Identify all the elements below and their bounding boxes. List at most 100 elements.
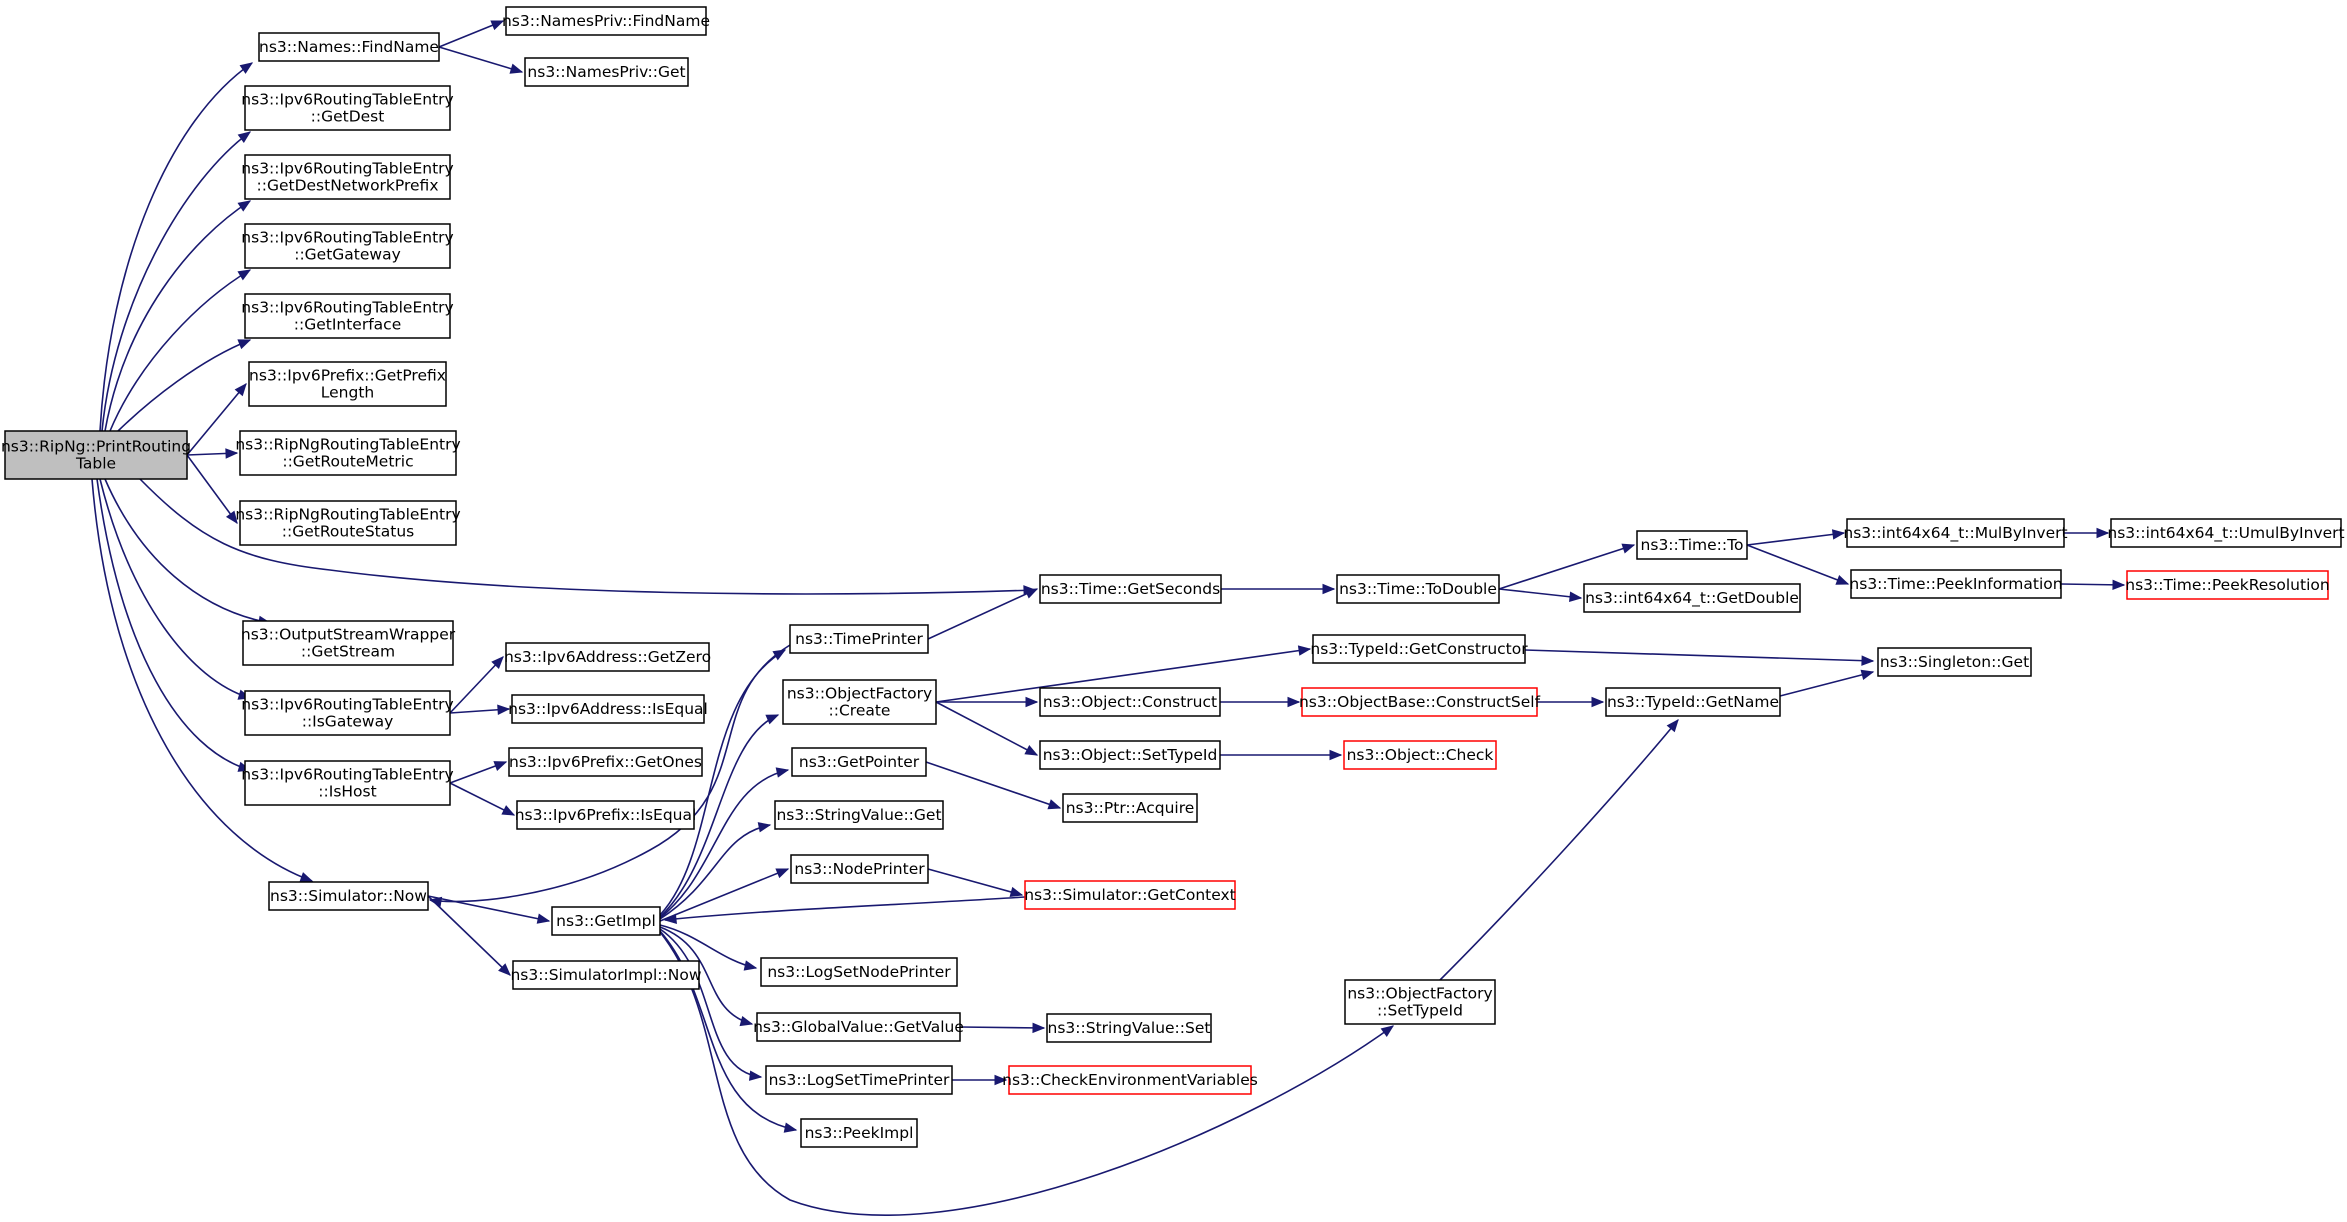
node-addr_isequal[interactable]: ns3::Ipv6Address::IsEqual <box>508 694 708 724</box>
node-label: ::GetDestNetworkPrefix <box>257 177 439 195</box>
node-rte_getdest[interactable]: ns3::Ipv6RoutingTableEntry::GetDest <box>241 85 454 131</box>
call-edge-sim_now-to-getimpl <box>427 895 550 922</box>
call-edge-timeprinter-to-time_getseconds <box>927 588 1038 640</box>
node-getimpl[interactable]: ns3::GetImpl <box>551 906 661 936</box>
node-label: ::GetDest <box>311 108 385 126</box>
call-edge-root-to-rte_isgateway <box>99 478 251 699</box>
node-simimpl_now[interactable]: ns3::SimulatorImpl::Now <box>510 960 702 990</box>
arrowhead-icon <box>1024 588 1039 599</box>
node-box <box>782 679 937 725</box>
node-label: Table <box>75 455 116 473</box>
node-label: ns3::Time::PeekResolution <box>2125 576 2329 594</box>
node-logsetnodeprinter[interactable]: ns3::LogSetNodePrinter <box>760 957 958 987</box>
node-peekimpl[interactable]: ns3::PeekImpl <box>800 1118 918 1148</box>
node-sim_now[interactable]: ns3::Simulator::Now <box>268 881 429 911</box>
node-singleton_get[interactable]: ns3::Singleton::Get <box>1877 647 2032 677</box>
node-getpointer[interactable]: ns3::GetPointer <box>791 747 927 777</box>
node-objectbase_constructself[interactable]: ns3::ObjectBase::ConstructSelf <box>1299 687 1541 717</box>
node-object_construct[interactable]: ns3::Object::Construct <box>1039 687 1221 717</box>
node-label: ns3::Time::ToDouble <box>1339 580 1497 598</box>
node-box <box>244 760 451 806</box>
arrowhead-icon <box>1329 749 1343 761</box>
node-time_to[interactable]: ns3::Time::To <box>1636 530 1748 560</box>
arrowhead-icon <box>1032 1022 1046 1034</box>
node-label: ::IsHost <box>318 783 376 801</box>
node-addr_getzero[interactable]: ns3::Ipv6Address::GetZero <box>504 642 711 672</box>
node-names_findname[interactable]: ns3::Names::FindName <box>258 32 440 62</box>
arrowhead-icon <box>497 704 511 716</box>
node-sim_getcontext[interactable]: ns3::Simulator::GetContext <box>1024 880 1236 910</box>
node-int64_mulbyinvert[interactable]: ns3::int64x64_t::MulByInvert <box>1843 518 2068 548</box>
call-edge-sim_now-to-simimpl_now <box>427 895 511 976</box>
node-object_check[interactable]: ns3::Object::Check <box>1343 740 1497 770</box>
node-label: ::IsGateway <box>302 713 394 731</box>
node-nodeprinter[interactable]: ns3::NodePrinter <box>790 854 929 884</box>
node-int64_umulbyinvert[interactable]: ns3::int64x64_t::UmulByInvert <box>2107 518 2345 548</box>
call-edge-getimpl-to-timeprinter <box>659 649 786 916</box>
node-box <box>524 57 689 87</box>
node-box <box>516 800 695 830</box>
node-rte_getinterface[interactable]: ns3::Ipv6RoutingTableEntry::GetInterface <box>241 293 454 339</box>
arrowhead-icon <box>498 963 511 976</box>
node-box <box>239 430 457 476</box>
arrowhead-icon <box>1835 574 1850 585</box>
call-edge-time_to-to-time_peekinformation <box>1746 544 1849 585</box>
node-label: ns3::GlobalValue::GetValue <box>753 1018 964 1036</box>
node-ripng_getroutemetric[interactable]: ns3::RipNgRoutingTableEntry::GetRouteMet… <box>235 430 461 476</box>
call-edge-getpointer-to-ptr_acquire <box>925 761 1061 809</box>
arrowhead-icon <box>2096 527 2110 539</box>
node-box <box>1583 583 1801 613</box>
node-stringvalue_get[interactable]: ns3::StringValue::Get <box>774 800 944 830</box>
node-label: ns3::Simulator::Now <box>270 887 427 905</box>
node-typeid_getconstructor[interactable]: ns3::TypeId::GetConstructor <box>1310 634 1528 664</box>
node-box <box>2126 570 2329 600</box>
node-osw_getstream[interactable]: ns3::OutputStreamWrapper::GetStream <box>241 620 456 666</box>
node-rte_isgateway[interactable]: ns3::Ipv6RoutingTableEntry::IsGateway <box>241 690 454 736</box>
node-label: ::GetRouteStatus <box>282 523 414 541</box>
node-int64_getdouble[interactable]: ns3::int64x64_t::GetDouble <box>1583 583 1801 613</box>
node-ripng_getroutestatus[interactable]: ns3::RipNgRoutingTableEntry::GetRouteSta… <box>235 500 461 546</box>
node-checkenv[interactable]: ns3::CheckEnvironmentVariables <box>1002 1065 1258 1095</box>
arrowhead-icon <box>237 131 252 144</box>
node-time_getseconds[interactable]: ns3::Time::GetSeconds <box>1039 574 1222 604</box>
node-prefix_isequal[interactable]: ns3::Ipv6Prefix::IsEqual <box>515 800 697 830</box>
node-box <box>248 361 447 407</box>
node-label: ::Create <box>829 702 891 720</box>
node-box <box>1850 569 2062 599</box>
arrowhead-icon <box>748 1070 763 1081</box>
node-rte_ishost[interactable]: ns3::Ipv6RoutingTableEntry::IsHost <box>241 760 454 806</box>
node-time_todouble[interactable]: ns3::Time::ToDouble <box>1336 574 1500 604</box>
node-timeprinter[interactable]: ns3::TimePrinter <box>789 624 929 654</box>
call-edge-names_findname-to-namespriv_get <box>438 46 523 73</box>
node-box <box>505 6 707 36</box>
call-edge-root-to-prefix_getprefixlength <box>186 383 247 456</box>
node-prefix_getones[interactable]: ns3::Ipv6Prefix::GetOnes <box>508 747 703 777</box>
arrowhead-icon <box>237 269 252 281</box>
node-box <box>1636 530 1748 560</box>
node-object_settypeid[interactable]: ns3::Object::SetTypeId <box>1039 740 1221 770</box>
node-rte_getdestprefix[interactable]: ns3::Ipv6RoutingTableEntry::GetDestNetwo… <box>241 154 454 200</box>
node-box <box>774 800 944 830</box>
call-edge-getimpl-to-globalvalue_getvalue <box>659 926 753 1025</box>
node-namespriv_get[interactable]: ns3::NamesPriv::Get <box>524 57 689 87</box>
call-edge-root-to-rte_ishost <box>96 478 251 771</box>
node-globalvalue_getvalue[interactable]: ns3::GlobalValue::GetValue <box>753 1012 964 1042</box>
call-edge-rte_ishost-to-prefix_isequal <box>449 782 515 816</box>
node-time_peekresolution[interactable]: ns3::Time::PeekResolution <box>2125 570 2330 600</box>
node-of_settypeid[interactable]: ns3::ObjectFactory::SetTypeId <box>1344 979 1496 1025</box>
node-time_peekinformation[interactable]: ns3::Time::PeekInformation <box>1849 569 2063 599</box>
node-typeid_getname[interactable]: ns3::TypeId::GetName <box>1605 687 1781 717</box>
node-box <box>244 223 451 269</box>
node-stringvalue_set[interactable]: ns3::StringValue::Set <box>1046 1013 1212 1043</box>
node-logsettimeprinter[interactable]: ns3::LogSetTimePrinter <box>765 1065 953 1095</box>
node-ptr_acquire[interactable]: ns3::Ptr::Acquire <box>1062 793 1198 823</box>
arrowhead-icon <box>1860 669 1875 680</box>
node-label: Length <box>321 384 374 402</box>
node-of_create[interactable]: ns3::ObjectFactory::Create <box>782 679 937 725</box>
node-rte_getgateway[interactable]: ns3::Ipv6RoutingTableEntry::GetGateway <box>241 223 454 269</box>
arrowhead-icon <box>237 200 252 212</box>
node-namespriv_findname[interactable]: ns3::NamesPriv::FindName <box>502 6 710 36</box>
